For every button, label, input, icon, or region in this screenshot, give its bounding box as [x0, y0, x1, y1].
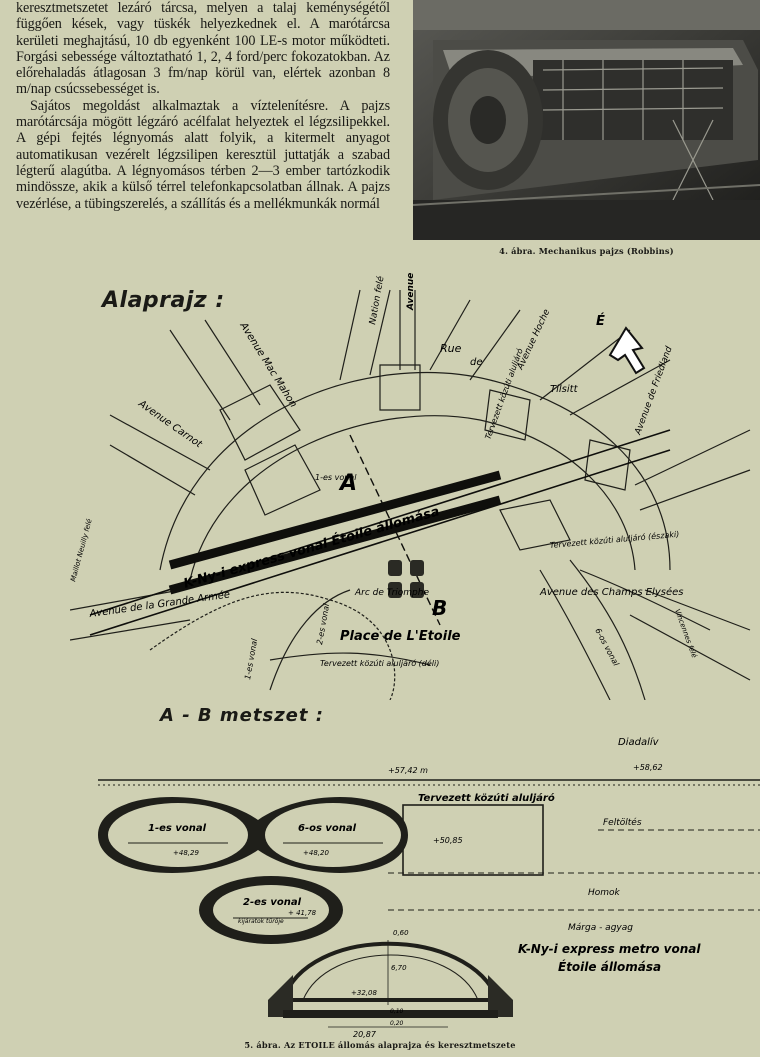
label-carnot: Avenue Carnot [135, 398, 204, 451]
label-aluljaro-del: Tervezett közúti aluljáró (déli) [320, 658, 439, 668]
carnot-edge [109, 414, 211, 471]
label-place: Place de L'Etoile [340, 629, 461, 644]
label-vincennes: Vincennes felé [673, 608, 698, 660]
label-aluljaro-eszak: Tervezett közúti aluljáró (északi) [549, 529, 679, 550]
label-express-1: K-Ny-i express metro vonal [518, 942, 701, 956]
label-aluljaro: Tervezett közúti aluljáró [418, 792, 555, 804]
mac-mahon-edge [169, 329, 231, 421]
label-homok: Homok [588, 888, 621, 898]
label-vonal-2: 2-es vonal [243, 897, 302, 908]
plan-drawing: É Avenue Mac Mahon Avenue Carnot Avenue … [70, 270, 751, 700]
label-vonal-6: 6-os vonal [298, 823, 357, 834]
hoche-edge [539, 329, 631, 401]
champs-edge [644, 589, 751, 631]
station-arch [268, 940, 513, 1028]
paragraph-2: Sajátos megoldást alkalmaztak a víztelen… [16, 97, 390, 212]
label-de: de [470, 357, 483, 368]
north-arrow-icon [608, 326, 646, 375]
label-elev-5: +48,20 [303, 849, 329, 857]
shield-photo [413, 0, 760, 240]
shield-photo-image [413, 0, 760, 240]
label-express-2: Étoile állomása [558, 959, 661, 974]
label-rue: Rue [440, 342, 462, 355]
label-kiaknyok: kijáratok tűrője [238, 918, 284, 925]
underpass-box [402, 804, 544, 876]
station-bar-lower [168, 495, 502, 595]
label-maillot: Maillot Neuilly felé [70, 517, 94, 582]
label-elev-1: +57,42 m [388, 766, 428, 775]
label-hoche: Avenue Hoche [515, 307, 552, 372]
label-dim-1: 0,60 [393, 929, 409, 937]
label-wagram: Avenue de Wagram [406, 270, 416, 311]
north-label: É [596, 313, 605, 329]
label-6os-vonal: 6-os vonal [593, 627, 621, 668]
station-bar-upper [168, 470, 502, 570]
label-elev-4: +48,29 [173, 849, 199, 857]
tunnel-2 [199, 876, 343, 944]
label-vonal-1: 1-es vonal [148, 823, 207, 834]
friedland-edge [634, 429, 751, 486]
label-diadaliv: Diadalív [618, 736, 660, 748]
label-2es-vonal: 2-es vonal [315, 602, 331, 645]
label-elev-6: + 41,78 [288, 909, 317, 917]
label-elev-2: +58,62 [633, 763, 663, 772]
twin-tunnels [98, 797, 408, 873]
label-arc: Arc de Triomphe [354, 588, 429, 598]
place-ring-inner [189, 415, 636, 581]
label-marga: Márga - agyag [568, 923, 633, 933]
track-line-2 [89, 449, 671, 636]
label-dim-5: 0,20 [390, 1020, 404, 1027]
label-elev-7: +32,08 [351, 989, 377, 997]
label-elev-3: +50,85 [433, 836, 463, 845]
figure-caption: 5. ábra. Az ETOILE állomás alaprajza és … [244, 1040, 516, 1050]
label-1es-vonal-top: 1-es vonal [315, 473, 357, 482]
label-dim-2: 6,70 [391, 964, 407, 972]
wagram-edge [339, 289, 361, 381]
place-ring-outer [159, 372, 671, 571]
label-1es-vonal: 1-es vonal [243, 637, 259, 680]
paragraph-1: keresztmetszetet lezáró tárcsa, melyen a… [16, 0, 390, 98]
body-text-column: keresztmetszetet lezáró tárcsa, melyen a… [16, 0, 390, 212]
label-mac-mahon: Avenue Mac Mahon [237, 320, 299, 410]
label-dim-3: 0,10 [390, 1008, 404, 1015]
photo-caption: 4. ábra. Mechanikus pajzs (Robbins) [499, 246, 674, 256]
label-feltoltes: Feltöltés [603, 817, 642, 828]
label-champs: Avenue des Champs Elysées [539, 586, 683, 598]
section-drawing: Diadalív +57,42 m +58,62 Tervezett közút… [98, 736, 760, 1039]
label-tilsitt: Tilsitt [550, 384, 579, 395]
arc-pillars [388, 560, 424, 598]
section-title: A - B metszet : [160, 705, 324, 726]
section-line-a-b [349, 434, 441, 626]
plan-title: Alaprajz : [102, 288, 225, 313]
track-line-1 [89, 429, 671, 616]
label-a: A [338, 471, 357, 496]
grande-armee-edge [70, 589, 181, 611]
label-dim-4: 20,87 [353, 1030, 377, 1039]
label-b: B [432, 596, 447, 620]
